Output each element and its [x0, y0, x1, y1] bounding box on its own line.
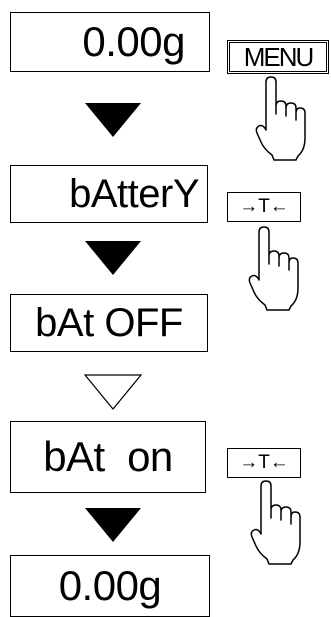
display-battery-menu: bAtterY — [10, 165, 208, 223]
down-arrow-icon — [85, 241, 141, 275]
display-final: 0.00g — [10, 555, 210, 617]
down-arrow-icon — [85, 103, 141, 137]
tare-button[interactable]: →T← — [227, 448, 301, 478]
display-text: 0.00g — [82, 18, 185, 65]
display-text: bAt on — [43, 433, 173, 480]
display-initial: 0.00g — [10, 12, 210, 72]
pointing-hand-icon — [250, 480, 301, 565]
menu-button-label: MENU — [243, 41, 315, 72]
tare-button-label: →T← — [239, 196, 289, 217]
display-text: 0.00g — [58, 562, 162, 609]
down-arrow-outline-icon — [83, 374, 143, 410]
tare-button[interactable]: →T← — [227, 192, 301, 222]
display-text: bAtterY — [69, 171, 199, 216]
display-battery-off: bAt OFF — [10, 294, 208, 352]
display-battery-on: bAt on — [10, 421, 206, 493]
pointing-hand-icon — [255, 76, 306, 161]
down-arrow-icon — [85, 508, 141, 542]
menu-button[interactable]: MENU — [227, 40, 329, 74]
pointing-hand-icon — [248, 226, 299, 311]
display-text: bAt OFF — [35, 300, 183, 345]
tare-button-label: →T← — [239, 452, 289, 473]
